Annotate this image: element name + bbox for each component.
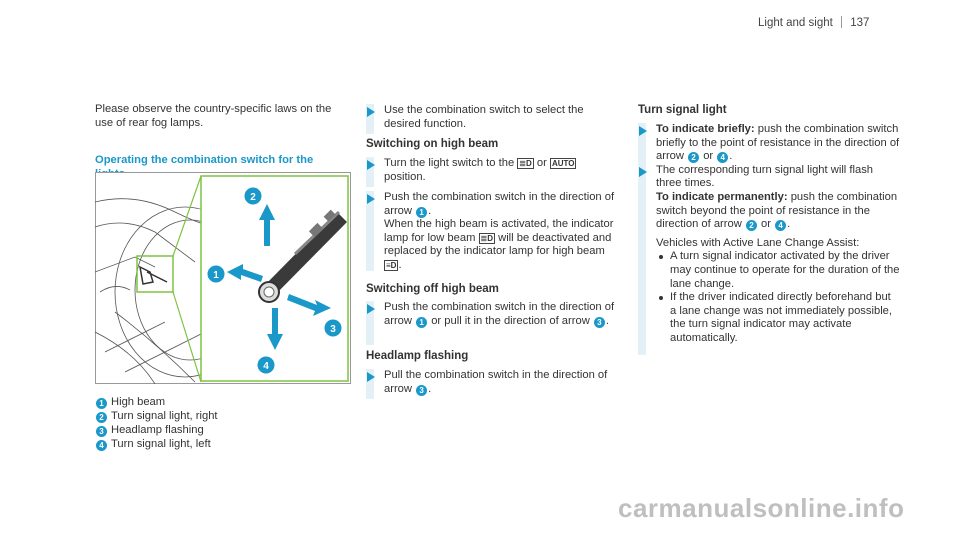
legend-item: 4 Turn signal light, left (95, 438, 211, 452)
step-arrow-icon (639, 126, 647, 136)
legend-badge: 3 (96, 426, 107, 437)
list-item: If the driver indicated directly beforeh… (656, 291, 900, 345)
high-beam-on-title: Switching on high beam (366, 138, 499, 150)
watermark: carmanualsonline.info (618, 493, 905, 523)
low-beam-icon: ≣D (478, 232, 495, 244)
turn-signal-title: Turn signal light (638, 104, 727, 116)
legend-badge: 4 (96, 440, 107, 451)
vehicles-note: Vehicles with Active Lane Change Assist: (656, 236, 860, 249)
figure-badge-2: 2 (250, 192, 256, 203)
legend-text: Turn signal light, right (111, 410, 218, 422)
step-headlamp-flashing: Pull the combination switch in the direc… (366, 369, 616, 399)
high-beam-off-title: Switching off high beam (366, 283, 499, 295)
legend-text: Headlamp flashing (111, 424, 204, 436)
intro-text: Please observe the country-specific laws… (95, 103, 332, 129)
legend-text: High beam (111, 396, 166, 408)
legend-item: 3 Headlamp flashing (95, 424, 204, 438)
step-arrow-icon (639, 167, 647, 177)
low-beam-icon: ≣D (517, 158, 534, 169)
bullet-list: A turn signal indicator activated by the… (656, 250, 900, 345)
legend-item: 2 Turn signal light, right (95, 410, 218, 424)
running-header: Light and sight 137 (758, 16, 869, 31)
indicate-briefly: To indicate briefly: push the combinatio… (656, 123, 900, 190)
step-arrow-icon (367, 304, 375, 314)
step-arrow-icon (367, 160, 375, 170)
step-light-switch: Turn the light switch to the ≣D or AUTO … (366, 157, 616, 187)
step-turn-signal: To indicate briefly: push the combinatio… (638, 123, 900, 355)
legend-badge: 2 (96, 412, 107, 423)
page-number: 137 (850, 17, 870, 29)
step-arrow-icon (367, 107, 375, 117)
headlamp-flashing-title: Headlamp flashing (366, 350, 469, 362)
high-beam-icon: ≡D (384, 259, 399, 271)
step-select-function: Use the combination switch to select the… (366, 104, 616, 134)
figure-badge-1: 1 (213, 270, 219, 281)
figure-badge-4: 4 (263, 361, 269, 372)
header-divider (841, 16, 843, 28)
step-arrow-icon (367, 372, 375, 382)
step-push-high-beam: Push the combination switch in the direc… (366, 191, 616, 271)
step-switch-off-high-beam: Push the combination switch in the direc… (366, 301, 616, 345)
combination-switch-illustration: 2 1 3 4 (95, 172, 351, 384)
legend-item: 1 High beam (95, 396, 165, 410)
figure-badge-3: 3 (330, 324, 336, 335)
list-item: A turn signal indicator activated by the… (656, 250, 900, 291)
step-arrow-icon (367, 194, 375, 204)
indicate-permanently: To indicate permanently: push the combin… (656, 191, 900, 345)
section-title: Light and sight (758, 17, 833, 29)
auto-icon: AUTO (549, 158, 577, 169)
legend-badge: 1 (96, 398, 107, 409)
legend-text: Turn signal light, left (111, 438, 211, 450)
